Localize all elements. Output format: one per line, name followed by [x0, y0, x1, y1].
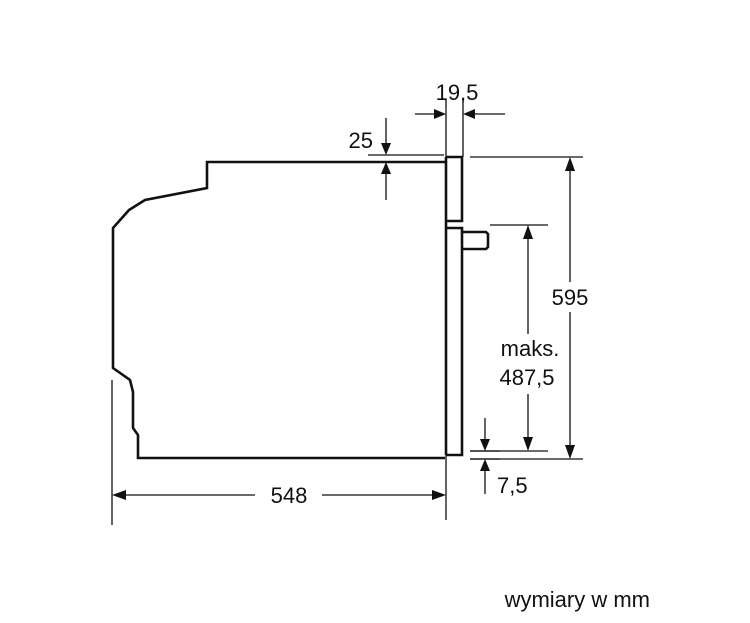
dim-595-arrow-top	[565, 157, 575, 171]
dim-7-5-arrow-top	[480, 439, 490, 451]
dim-595-label: 595	[552, 285, 589, 310]
dim-25-label: 25	[349, 128, 373, 153]
oven-body-outline	[111, 160, 445, 460]
dim-19-5-label: 19,5	[436, 80, 479, 105]
front-panel-upper	[446, 155, 464, 223]
dim-548-label: 548	[271, 483, 308, 508]
dim-487-5-label-line2: 487,5	[499, 365, 554, 390]
dim-25-arrow-bottom	[381, 162, 391, 174]
dim-548-arrow-right	[432, 490, 446, 500]
dim-487-5-label-bg	[494, 334, 566, 394]
dim-595-label-bg	[545, 282, 597, 312]
dim-487-5-arrow-bottom	[523, 437, 533, 451]
front-panel-lower	[446, 226, 464, 457]
dim-19-5-arrow-left	[434, 109, 446, 119]
dim-25-arrow-top	[381, 143, 391, 155]
dim-595-arrow-bottom	[565, 445, 575, 459]
dim-548-arrow-left	[112, 490, 126, 500]
dim-7-5-label: 7,5	[497, 473, 528, 498]
dim-19-5-arrow-right	[463, 109, 475, 119]
units-caption: wymiary w mm	[504, 587, 650, 612]
dim-7-5-arrow-bottom	[480, 459, 490, 471]
dim-487-5-arrow-top	[523, 225, 533, 239]
dim-487-5-label-line1: maks.	[501, 336, 560, 361]
door-handle	[462, 230, 490, 251]
